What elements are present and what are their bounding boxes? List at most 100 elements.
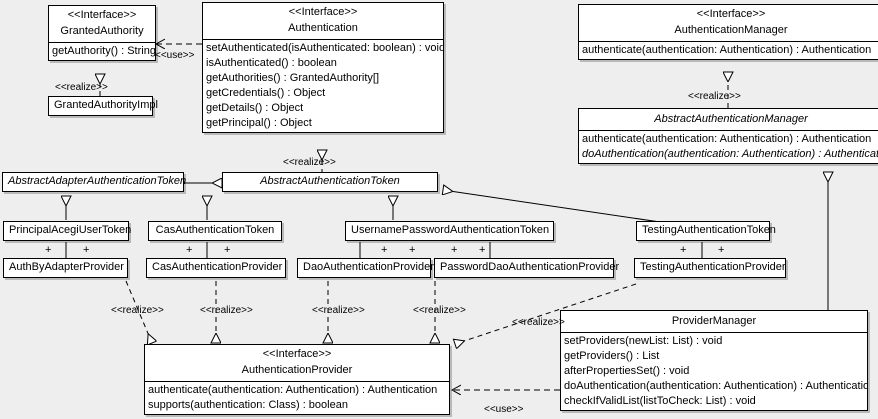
class-authentication-manager[interactable]: <<Interface>> AuthenticationManager auth… (578, 4, 878, 60)
label-use-authentication-granted: <<use>> (155, 50, 195, 61)
stereotype-label: <<Interface>> (288, 6, 358, 18)
granted-authority-operations: getAuthority() : String (49, 42, 155, 60)
assoc-marker-plus: + (409, 244, 416, 256)
operation-item: getProviders() : List (564, 350, 660, 362)
auth-by-adapter-provider-header: AuthByAdapterProvider (4, 259, 127, 277)
password-dao-provider-header: PasswordDaoAuthenticationProvider (435, 259, 619, 277)
class-name-label: AbstractAuthenticationToken (260, 175, 400, 187)
class-authentication[interactable]: <<Interface>> Authentication setAuthenti… (202, 2, 444, 133)
operation-item: setProviders(newList: List) : void (564, 335, 723, 347)
label-use-provider-manager: <<use>> (484, 404, 524, 415)
edge-testingtoken-extends-abstracttoken (443, 190, 661, 223)
class-principal-acegi-user-token[interactable]: PrincipalAcegiUserToken (3, 221, 132, 241)
granted-authority-header: <<Interface>> GrantedAuthority (49, 6, 155, 42)
label-realize-cas-provider: <<realize>> (200, 305, 253, 316)
abstract-authentication-token-header: AbstractAuthenticationToken (223, 173, 437, 191)
operation-item: getDetails() : Object (206, 102, 304, 114)
stereotype-label: <<Interface>> (67, 9, 137, 21)
class-granted-authority[interactable]: <<Interface>> GrantedAuthority getAuthor… (48, 5, 156, 61)
class-name-label: ProviderManager (671, 315, 757, 327)
class-authentication-provider[interactable]: <<Interface>> AuthenticationProvider aut… (144, 344, 450, 415)
label-realize-provider-manager: <<realize>> (512, 317, 565, 328)
class-abstract-authentication-manager[interactable]: AbstractAuthenticationManager authentica… (578, 108, 878, 164)
label-realize-password-dao-provider: <<realize>> (413, 305, 466, 316)
class-granted-authority-impl[interactable]: GrantedAuthorityImpl (48, 96, 158, 116)
class-provider-manager[interactable]: ProviderManager setProviders(newList: Li… (560, 310, 868, 411)
operation-item: afterPropertiesSet() : void (564, 365, 690, 377)
operation-item: getPrincipal() : Object (206, 117, 312, 129)
abstract-adapter-token-header: AbstractAdapterAuthenticationToken (3, 173, 187, 191)
assoc-marker-plus: + (224, 244, 231, 256)
dao-authentication-provider-header: DaoAuthenticationProvider (298, 259, 434, 277)
username-password-token-header: UsernamePasswordAuthenticationToken (346, 222, 553, 240)
operation-item: authenticate(authentication: Authenticat… (582, 44, 872, 56)
abstract-authentication-manager-operations: authenticate(authentication: Authenticat… (579, 130, 878, 163)
authentication-header: <<Interface>> Authentication (203, 3, 443, 39)
operation-item: authenticate(authentication: Authenticat… (582, 133, 872, 145)
operation-item: supports(authentication: Class) : boolea… (148, 399, 348, 411)
authentication-operations: setAuthenticated(isAuthenticated: boolea… (203, 39, 443, 132)
class-name-label: AbstractAuthenticationManager (654, 113, 808, 125)
class-name-label: UsernamePasswordAuthenticationToken (351, 224, 550, 236)
authentication-manager-operations: authenticate(authentication: Authenticat… (579, 41, 878, 59)
operation-item: getAuthorities() : GrantedAuthority[] (206, 72, 380, 84)
assoc-marker-plus: + (83, 244, 90, 256)
class-cas-authentication-token[interactable]: CasAuthenticationToken (148, 221, 282, 241)
class-abstract-adapter-authentication-token[interactable]: AbstractAdapterAuthenticationToken (2, 172, 187, 192)
assoc-marker-plus: + (186, 244, 193, 256)
label-realize-abstract-token: <<realize>> (283, 157, 336, 168)
class-name-label: GrantedAuthority (60, 25, 144, 37)
class-name-label: Authentication (288, 22, 358, 34)
assoc-marker-plus: + (680, 244, 687, 256)
testing-authentication-token-header: TestingAuthenticationToken (637, 222, 776, 240)
granted-authority-impl-header: GrantedAuthorityImpl (49, 97, 158, 115)
label-realize-granted-impl: <<realize>> (55, 82, 108, 93)
class-password-dao-authentication-provider[interactable]: PasswordDaoAuthenticationProvider (434, 258, 619, 278)
class-name-label: AuthenticationManager (674, 24, 788, 36)
class-name-label: CasAuthenticationProvider (152, 261, 283, 273)
class-abstract-authentication-token[interactable]: AbstractAuthenticationToken (222, 172, 438, 192)
operation-item: doAuthentication(authentication: Authent… (582, 148, 878, 160)
class-auth-by-adapter-provider[interactable]: AuthByAdapterProvider (3, 258, 128, 278)
class-name-label: AuthenticationProvider (241, 364, 353, 376)
operation-item: isAuthenticated() : boolean (206, 57, 337, 69)
stereotype-label: <<Interface>> (696, 8, 766, 20)
authentication-manager-header: <<Interface>> AuthenticationManager (579, 5, 878, 41)
operation-item: doAuthentication(authentication: Authent… (564, 380, 867, 392)
stereotype-label: <<Interface>> (262, 348, 332, 360)
operation-item: checkIfValidList(listToCheck: List) : vo… (564, 395, 756, 407)
authentication-provider-operations: authenticate(authentication: Authenticat… (145, 381, 449, 414)
class-cas-authentication-provider[interactable]: CasAuthenticationProvider (146, 258, 286, 278)
assoc-marker-plus: + (451, 244, 458, 256)
operation-item: getAuthority() : String (52, 45, 155, 57)
class-testing-authentication-provider[interactable]: TestingAuthenticationProvider (634, 258, 786, 278)
provider-manager-header: ProviderManager (561, 311, 867, 332)
label-realize-auth-by-adapter: <<realize>> (111, 305, 164, 316)
class-name-label: CasAuthenticationToken (155, 224, 275, 236)
class-name-label: PrincipalAcegiUserToken (9, 224, 132, 236)
operation-item: getCredentials() : Object (206, 87, 326, 99)
class-username-password-authentication-token[interactable]: UsernamePasswordAuthenticationToken (345, 221, 554, 241)
operation-item: authenticate(authentication: Authenticat… (148, 384, 438, 396)
class-name-label: AbstractAdapterAuthenticationToken (8, 175, 187, 187)
class-name-label: GrantedAuthorityImpl (54, 99, 158, 111)
authentication-provider-header: <<Interface>> AuthenticationProvider (145, 345, 449, 381)
class-testing-authentication-token[interactable]: TestingAuthenticationToken (636, 221, 776, 241)
assoc-marker-plus: + (718, 244, 725, 256)
abstract-authentication-manager-header: AbstractAuthenticationManager (579, 109, 878, 130)
class-name-label: DaoAuthenticationProvider (303, 261, 434, 273)
assoc-marker-plus: + (479, 244, 486, 256)
class-name-label: TestingAuthenticationProvider (640, 261, 786, 273)
cas-authentication-provider-header: CasAuthenticationProvider (147, 259, 285, 277)
operation-item: setAuthenticated(isAuthenticated: boolea… (206, 42, 443, 54)
testing-authentication-provider-header: TestingAuthenticationProvider (635, 259, 786, 277)
cas-authentication-token-header: CasAuthenticationToken (149, 222, 281, 240)
label-realize-authentication-manager: <<realize>> (688, 91, 741, 102)
class-name-label: TestingAuthenticationToken (642, 224, 776, 236)
class-dao-authentication-provider[interactable]: DaoAuthenticationProvider (297, 258, 434, 278)
assoc-marker-plus: + (45, 244, 52, 256)
label-realize-dao-provider: <<realize>> (312, 305, 365, 316)
provider-manager-operations: setProviders(newList: List) : void getPr… (561, 332, 867, 410)
assoc-marker-plus: + (381, 244, 388, 256)
